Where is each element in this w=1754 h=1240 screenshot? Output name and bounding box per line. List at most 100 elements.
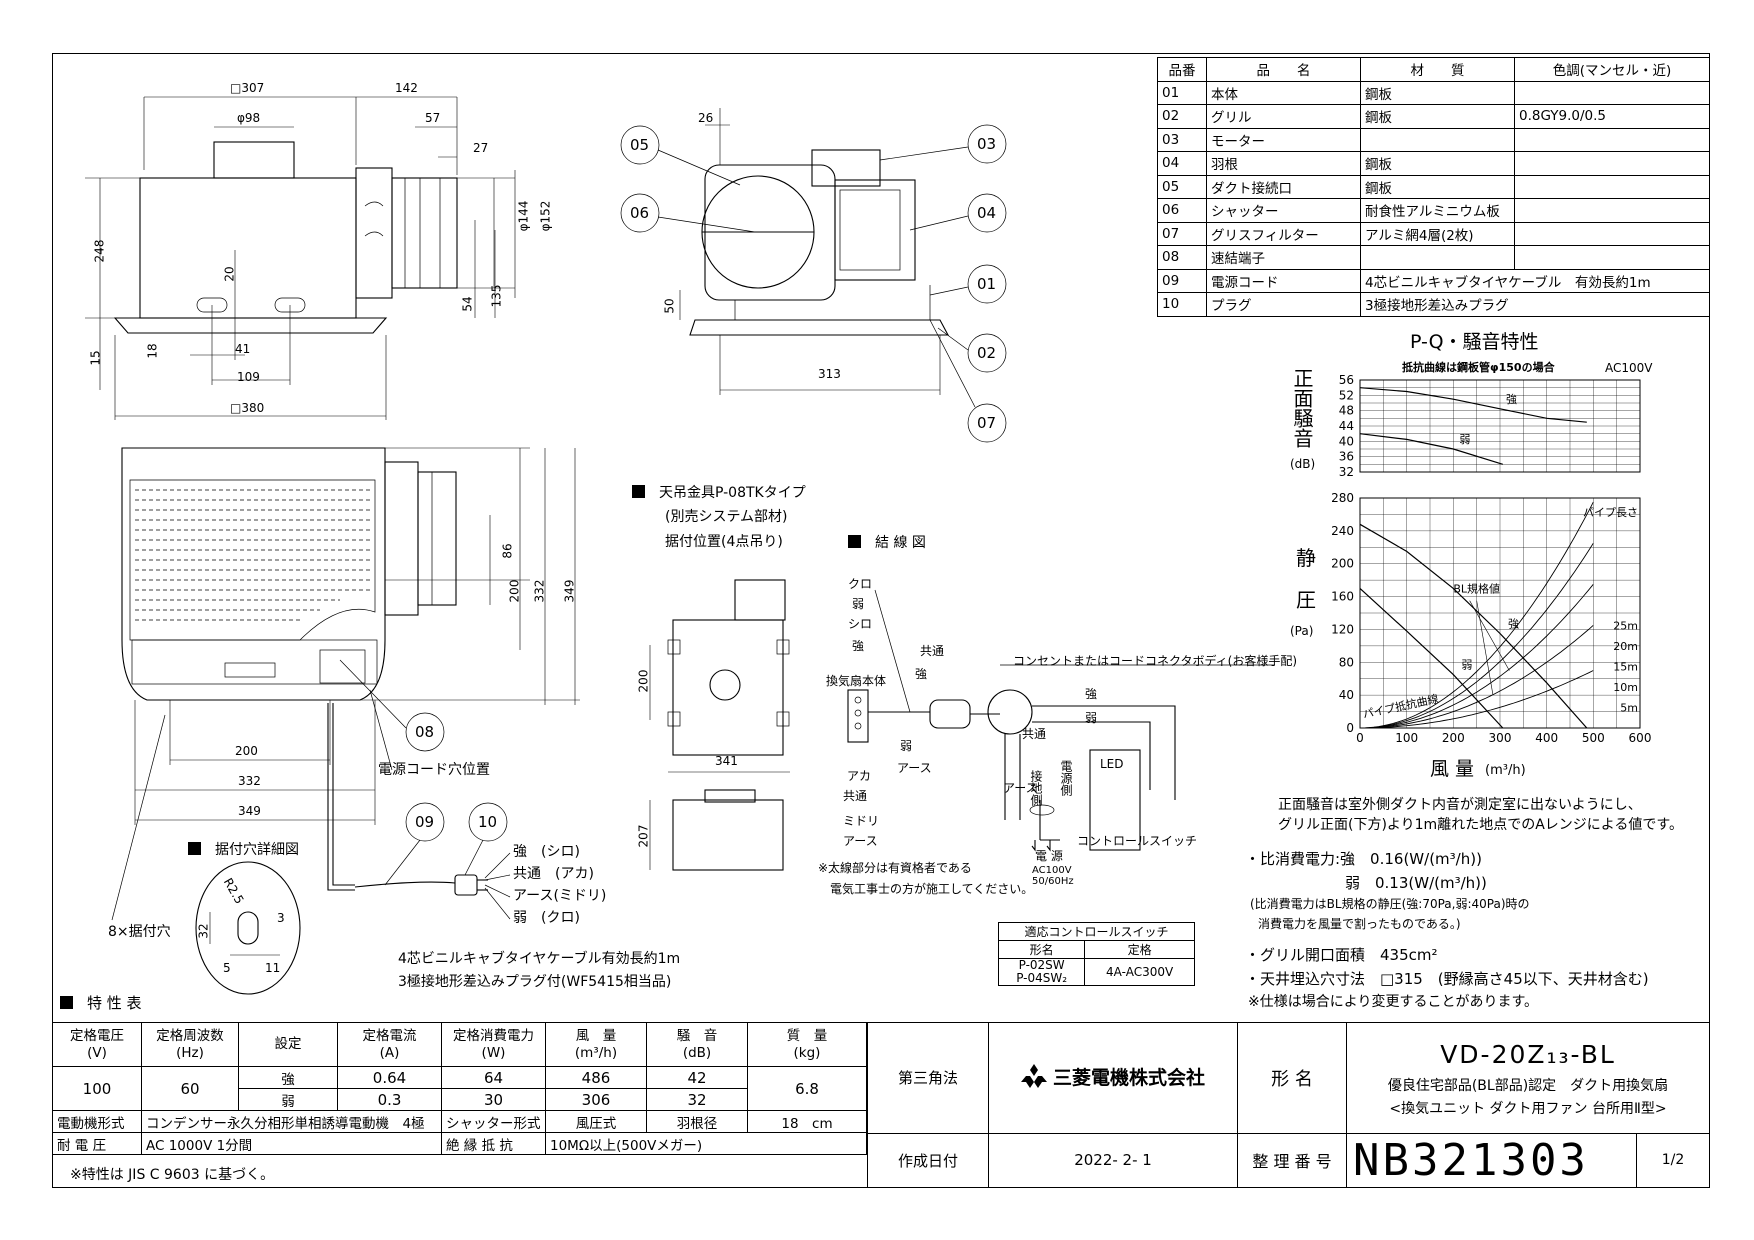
part-name: 電源コード [1206, 268, 1361, 293]
part-material: 鋼板 [1360, 80, 1515, 105]
note-power-4: 消費電力を風量で割ったものである。) [1258, 917, 1461, 931]
part-name: シャッター [1206, 198, 1361, 223]
spec-weak-current: 0.3 [337, 1088, 442, 1111]
spec-weak-noise: 32 [646, 1088, 748, 1111]
noise-yunit: (dB) [1290, 457, 1316, 471]
wire-common: 共通 (アカ) [513, 866, 594, 882]
w-outlet: コンセントまたはコードコネクタボディ(お客様手配) [1013, 654, 1298, 668]
part-name: プラグ [1206, 292, 1361, 317]
wire-earth: アース(ミドリ) [513, 888, 607, 904]
w-shiro: シロ [848, 617, 873, 631]
spec-title: 特 性 表 [87, 994, 142, 1012]
part-color [1514, 174, 1710, 199]
callout-07: 07 [977, 414, 997, 432]
w-ac: AC100V [1032, 865, 1072, 876]
part-material: 4芯ビニルキャブタイヤケーブル 有効長約1m [1360, 268, 1710, 293]
spec-strong-power: 64 [441, 1066, 546, 1089]
part-color [1514, 245, 1710, 270]
model-cell: VD-20Z₁₃-BL 優良住宅部品(BL部品)認定 ダクト用換気扇 <換気ユニ… [1346, 1022, 1710, 1134]
hanger-title: 天吊金具P-08TKタイプ [659, 485, 806, 501]
part-color: 0.8GY9.0/0.5 [1514, 104, 1710, 129]
chart-title: P-Q・騒音特性 [1410, 331, 1539, 353]
spec-h-current: 定格電流 (A) [337, 1022, 442, 1067]
ctrl-title: 適応コントロールスイッチ [998, 922, 1195, 941]
airflow-xlabel: 風 量 [1430, 758, 1475, 780]
spec-blade-label: 羽根径 [646, 1110, 748, 1133]
side-elevation-view [85, 96, 516, 420]
w-kyotsu3: 共通 [1022, 727, 1047, 741]
note-noise-2: グリル正面(下方)より1m離れた地点でのAレンジによる値です。 [1278, 817, 1683, 833]
mitsubishi-logo-icon [1020, 1063, 1047, 1093]
parts-header-name: 品 名 [1206, 57, 1361, 82]
bl-leader [1476, 600, 1494, 696]
pq-ytick: 160 [1331, 590, 1354, 604]
part-no: 09 [1157, 268, 1207, 293]
spec-strong-label: 強 [238, 1066, 338, 1089]
ctrl-model-1: P-02SW [1018, 958, 1065, 972]
spec-h-airflow: 風 量 (m³/h) [545, 1022, 647, 1067]
power-hole-label: 電源コード穴位置 [378, 762, 490, 778]
dim-332-h: 332 [238, 774, 261, 788]
pq-series-label: 弱 [1461, 659, 1472, 672]
spec-h-mass: 質 量 (kg) [747, 1022, 867, 1067]
spec-strong-current: 0.64 [337, 1066, 442, 1089]
spec-h-power: 定格消費電力 (W) [441, 1022, 546, 1067]
w-note-2: 電気工事士の方が施工してください。 [830, 882, 1034, 896]
w-midori: ミドリ [843, 814, 880, 828]
noise-series-line [1359, 387, 1587, 423]
dim-307: □307 [230, 81, 265, 95]
chart-note: 抵抗曲線は鋼板管φ150の場合 [1402, 361, 1555, 374]
cable-note-2: 3極接地形差込みプラグ付(WF5415相当品) [398, 974, 672, 990]
spec-voltage: 100 [52, 1066, 142, 1111]
dim-142: 142 [395, 81, 418, 95]
drawing-frame [52, 53, 1710, 1188]
note-power-2: 弱 0.13(W/(m³/h)) [1345, 874, 1487, 892]
note-grille: ・グリル開口面積 435cm² [1245, 946, 1438, 964]
spec-mass: 6.8 [747, 1066, 867, 1111]
spec-motor: コンデンサー永久分相形単相誘導電動機 4極 [141, 1110, 442, 1133]
pq-ytick: 120 [1331, 622, 1354, 636]
w-aka: アカ [847, 769, 872, 783]
mount-detail-title: 据付穴詳細図 [215, 842, 299, 858]
hanger-sub-1: (別売システム部材) [665, 509, 788, 525]
cable-note-1: 4芯ビニルキャブタイヤケーブル有効長約1m [398, 951, 681, 967]
w-jaku3: 弱 [1085, 711, 1098, 725]
w-note-1: ※太線部分は有資格者である [818, 861, 972, 875]
hanger-drawing [649, 579, 790, 871]
callout-08: 08 [415, 723, 435, 741]
pipe-curve [1360, 624, 1594, 729]
part-material: アルミ網4層(2枚) [1360, 221, 1515, 246]
wire-strong: 強 (シロ) [513, 844, 580, 860]
number-label: 整 理 番 号 [1237, 1132, 1347, 1189]
w-power: 電 源 [1035, 849, 1063, 863]
part-name: モーター [1206, 127, 1361, 152]
w-power-side: 電源側 [1059, 760, 1073, 796]
spec-weak-power: 30 [441, 1088, 546, 1111]
model-desc-1: 優良住宅部品(BL部品)認定 ダクト用換気扇 [1387, 1078, 1669, 1095]
spec-weak-airflow: 306 [545, 1088, 647, 1111]
pipe-curve [1359, 584, 1594, 729]
chart-power: AC100V [1605, 361, 1653, 375]
dim-98: φ98 [237, 111, 261, 125]
w-kuro: クロ [848, 577, 873, 591]
spec-freq: 60 [141, 1066, 239, 1111]
pq-xtick: 300 [1489, 731, 1512, 745]
page-number: 1/2 [1636, 1132, 1710, 1189]
w-ground: 接地側 [1029, 770, 1043, 806]
w-earth: アース [843, 834, 878, 848]
pa-ylabel-2: 圧 [1296, 588, 1316, 612]
pq-series-line [1359, 523, 1588, 729]
pq-series-label: 強 [1508, 618, 1519, 631]
dim-57: 57 [425, 111, 441, 125]
noise-series-label: 弱 [1459, 433, 1470, 446]
noise-ytick: 40 [1339, 434, 1354, 448]
airflow-xunit: (m³/h) [1485, 763, 1526, 778]
parts-header-no: 品番 [1157, 57, 1207, 82]
